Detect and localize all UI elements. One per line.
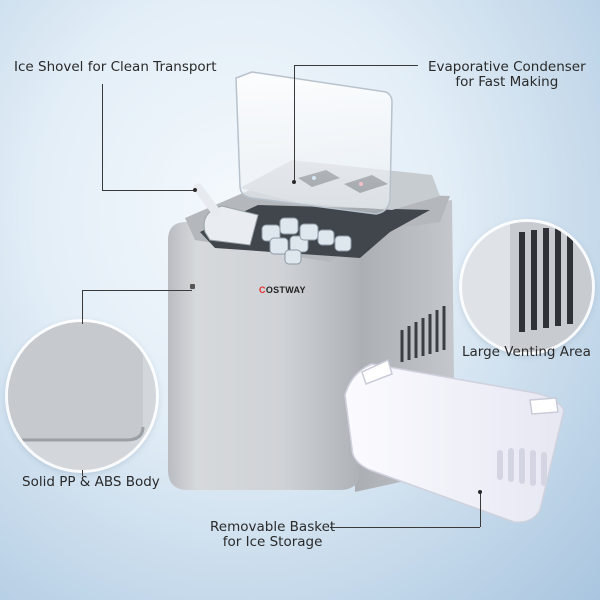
- condenser-dot: [292, 180, 296, 184]
- body-leader-v2: [82, 470, 83, 476]
- brand-logo: COSTWAY: [259, 285, 306, 295]
- body-leader: [82, 290, 192, 291]
- body-label: Solid PP & ABS Body: [22, 474, 160, 490]
- shovel-label: Ice Shovel for Clean Transport: [14, 59, 217, 75]
- venting-zoom-circle: [462, 222, 592, 352]
- venting-label: Large Venting Area: [462, 344, 591, 360]
- vent-detail: [510, 222, 592, 352]
- body-corner-detail: [8, 322, 145, 442]
- basket-leader: [330, 527, 480, 528]
- condenser-leader: [294, 65, 418, 66]
- shovel-leader: [102, 84, 103, 190]
- body-leader-v: [82, 290, 83, 324]
- basket-leader-v: [480, 492, 481, 527]
- basket-label: Removable Basket for Ice Storage: [210, 519, 336, 550]
- vent-grille: [400, 306, 446, 362]
- body-zoom-circle: [8, 322, 156, 470]
- condenser-leader-v: [294, 65, 295, 181]
- shovel-dot: [193, 188, 197, 192]
- shovel-leader-h: [102, 190, 194, 191]
- condenser-label: Evaporative Condenser for Fast Making: [428, 59, 586, 90]
- basket-dot: [478, 490, 482, 494]
